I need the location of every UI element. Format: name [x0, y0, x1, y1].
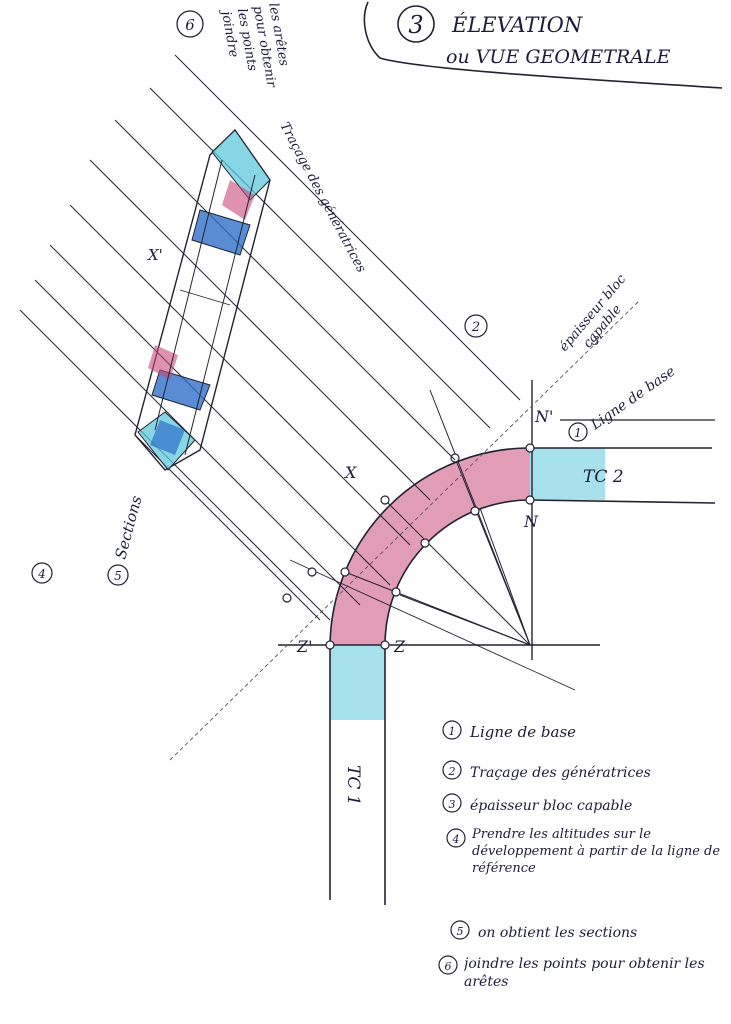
bent-tube [169, 299, 716, 905]
elbow-outer-arc [329, 447, 531, 646]
legend-text-1: Ligne de base [469, 723, 576, 741]
tc2-colored-stub [530, 448, 605, 500]
developed-edge-2 [184, 174, 256, 456]
step6-note: joindre les points pour obtenir les arêt… [218, 2, 292, 90]
legend-text-4-wrapper: Prendre les altitudes sur le développeme… [472, 827, 721, 876]
section-lower-blue [151, 369, 211, 411]
svg-text:Ligne de base: Ligne de base [587, 363, 678, 433]
step4-marker: 4 [37, 567, 46, 581]
developed-mid-line [179, 289, 231, 306]
point-x-prime: X' [147, 246, 163, 264]
construction-line [289, 559, 576, 691]
base-line-note: Ligne de base [587, 363, 678, 433]
section-lower-pink [148, 345, 178, 380]
thickness-block-line [169, 299, 641, 761]
developed-edge-1 [154, 159, 223, 431]
step2-circle [464, 314, 488, 338]
legend-number-2: 2 [448, 765, 456, 778]
point-z-prime: Z' [296, 637, 313, 656]
generatrices-note: Traçage des génératrices [276, 120, 368, 276]
point-n-prime: N' [534, 407, 553, 426]
legend-number-6: 6 [445, 960, 452, 973]
svg-text:Traçage des génératrices: Traçage des génératrices [276, 120, 368, 276]
sections-marker: 5 [114, 569, 122, 583]
base-line-marker: 1 [574, 426, 582, 440]
tc2-bottom-line [529, 499, 716, 504]
title-line-2: ou VUE GEOMETRALE [446, 46, 671, 68]
developed-tube [134, 128, 271, 471]
step3-marker: 3 [592, 334, 600, 348]
sections-note: Sections [111, 494, 145, 562]
svg-text:TC 1: TC 1 [343, 765, 363, 806]
step2-marker: 2 [471, 320, 480, 335]
svg-text:Sections: Sections [111, 494, 145, 562]
step6-circle [176, 10, 204, 38]
title-block: 3 ÉLEVATION ou VUE GEOMETRALE [363, 1, 723, 89]
legend: 1 Ligne de base 2 Traçage des génératric… [438, 720, 721, 990]
legend-number-4: 4 [452, 833, 460, 846]
legend-number-1: 1 [449, 725, 456, 738]
legend-text-5: on obtient les sections [478, 925, 637, 941]
step6-number: 6 [185, 16, 195, 34]
legend-text-6: joindre les points pour obtenir les arêt… [464, 956, 705, 990]
point-n: N [523, 512, 539, 531]
legend-text-3: épaisseur bloc capable [470, 798, 632, 814]
legend-text-2: Traçage des génératrices [470, 765, 651, 781]
projection-lines [19, 54, 521, 621]
step4-circle [31, 562, 53, 584]
legend-text-6-wrapper: joindre les points pour obtenir les arêt… [464, 956, 705, 990]
section-top-cyan [211, 129, 271, 201]
title-frame [363, 1, 723, 89]
legend-text-4: Prendre les altitudes sur le développeme… [472, 827, 721, 876]
thickness-note: épaisseur bloc capable [557, 271, 630, 354]
sections-marker-circle [107, 564, 129, 586]
elbow-colored-band [330, 447, 530, 645]
generatrix-lines [344, 389, 531, 646]
arc-points [282, 443, 535, 650]
legend-number-3: 3 [449, 798, 456, 811]
tc2-label: TC 2 [583, 467, 624, 487]
point-x: X [343, 463, 357, 482]
tc1-colored-stub [330, 645, 385, 720]
title-number: 3 [408, 11, 423, 39]
title-line-1: ÉLEVATION [451, 13, 583, 37]
base-line-marker-circle [568, 422, 588, 442]
point-z: Z [393, 637, 406, 656]
tc1-label: TC 1 [343, 765, 363, 806]
legend-number-5: 5 [457, 925, 464, 938]
section-bottom-blue [150, 420, 185, 455]
title-number-circle [397, 5, 435, 43]
